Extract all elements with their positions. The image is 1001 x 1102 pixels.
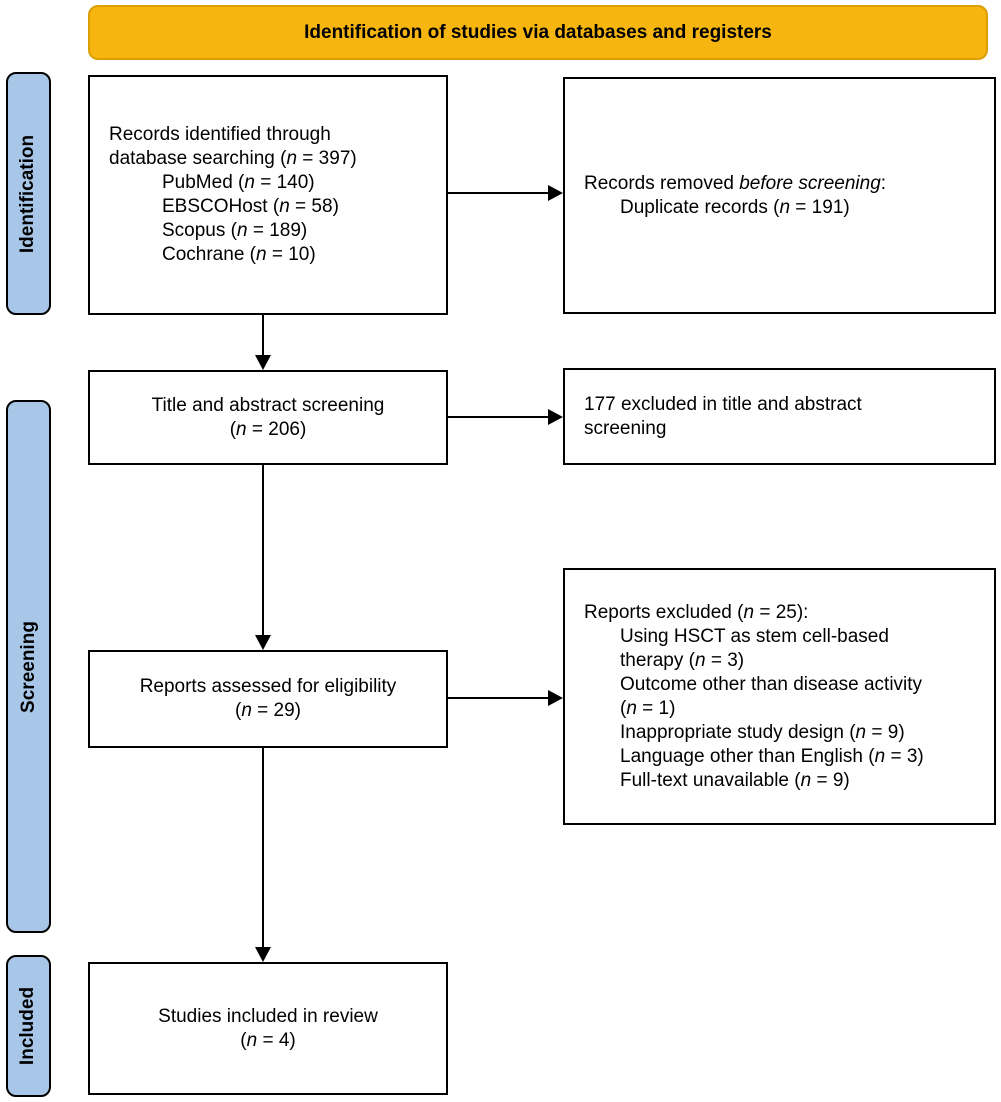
text-line: Duplicate records (n = 191)	[620, 196, 850, 218]
arrow-screening-to-excluded-head	[548, 409, 563, 425]
text-line: database searching (n = 397)	[109, 148, 357, 169]
text-line: Title and abstract screening	[151, 394, 385, 416]
text-line: screening	[584, 417, 667, 439]
phase-bar-screening: Screening	[6, 400, 51, 933]
text-line: Inappropriate study design (n = 9)	[620, 721, 905, 743]
text-line: (n = 29)	[234, 700, 302, 721]
arrow-identified-to-screening-head	[255, 355, 271, 370]
banner-label: Identification of studies via databases …	[304, 21, 772, 43]
text-line: Reports assessed for eligibility	[139, 676, 397, 697]
text-line: Scopus (n = 189)	[162, 220, 308, 241]
phase-label-identification: Identification	[17, 134, 39, 253]
box-title-abstract-screening: Title and abstract screening(n = 206)	[88, 370, 448, 465]
banner-identification-via-databases: Identification of studies via databases …	[88, 5, 988, 60]
box-records-identified: Records identified through database searc…	[88, 75, 448, 315]
text-line: Cochrane (n = 10)	[162, 244, 316, 265]
arrow-identified-to-screening-line	[262, 315, 264, 357]
box-studies-included: Studies included in review(n = 4)	[88, 962, 448, 1095]
arrow-eligibility-to-included-head	[255, 947, 271, 962]
box-reports-assessed: Reports assessed for eligibility (n = 29)	[88, 650, 448, 748]
text-line: (n = 4)	[240, 1029, 296, 1051]
box-reports-excluded: Reports excluded (n = 25):Using HSCT as …	[563, 568, 996, 825]
text-line: Studies included in review	[158, 1005, 378, 1027]
text-line: (n = 1)	[620, 697, 676, 719]
arrow-screening-to-excluded-line	[448, 416, 550, 418]
arrow-screening-to-eligibility-head	[255, 635, 271, 650]
text-line: Language other than English (n = 3)	[620, 745, 924, 767]
phase-bar-identification: Identification	[6, 72, 51, 315]
text-line: PubMed (n = 140)	[162, 172, 315, 193]
arrow-eligibility-to-excluded-head	[548, 690, 563, 706]
arrow-screening-to-eligibility-line	[262, 465, 264, 637]
text-line: Records removed before screening:	[584, 172, 887, 194]
text-line: (n = 206)	[229, 418, 307, 440]
text-line: 177 excluded in title and abstract	[584, 393, 862, 415]
arrow-identified-to-removed-line	[448, 192, 550, 194]
text-line: Full-text unavailable (n = 9)	[620, 769, 850, 791]
text-line: therapy (n = 3)	[620, 649, 745, 671]
arrow-identified-to-removed-head	[548, 185, 563, 201]
phase-label-included: Included	[17, 986, 39, 1066]
text-line: Outcome other than disease activity	[620, 673, 923, 695]
text-line: Records identified through	[109, 124, 331, 145]
arrow-eligibility-to-included-line	[262, 748, 264, 949]
box-records-removed: Records removed before screening:Duplica…	[563, 77, 996, 314]
phase-bar-included: Included	[6, 955, 51, 1097]
text-line: Using HSCT as stem cell-based	[620, 625, 889, 647]
phase-label-screening: Screening	[17, 620, 39, 713]
text-line: Reports excluded (n = 25):	[584, 601, 809, 623]
text-line: EBSCOHost (n = 58)	[162, 196, 339, 217]
arrow-eligibility-to-excluded-line	[448, 697, 550, 699]
